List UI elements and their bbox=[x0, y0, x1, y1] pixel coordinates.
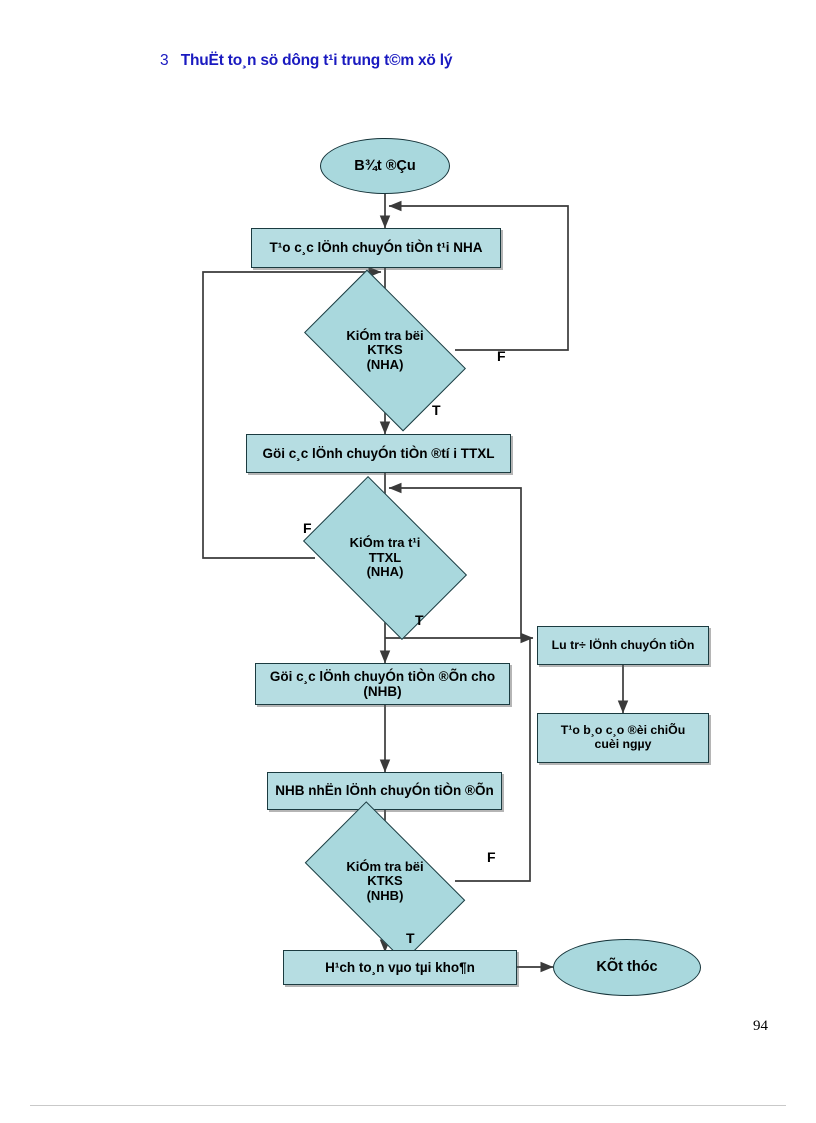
branch-label-ktks-nhb-false: F bbox=[487, 849, 496, 865]
node-create-orders-nha-label: T¹o c¸c lÖnh chuyÓn tiÒn t¹i NHA bbox=[269, 240, 483, 256]
node-send-orders-nhb: Göi c¸c lÖnh chuyÓn tiÒn ®Õn cho (NHB) bbox=[255, 663, 510, 705]
node-check-ktks-nha-line1: KiÓm tra bëi bbox=[346, 327, 424, 343]
node-end-label: KÕt thóc bbox=[596, 959, 658, 976]
flowchart: B¾t ®Çu T¹o c¸c lÖnh chuyÓn tiÒn t¹i NHA… bbox=[202, 138, 709, 996]
node-receive-orders-nhb: NHB nhËn lÖnh chuyÓn tiÒn ®Õn bbox=[267, 772, 502, 810]
node-daily-report: T¹o b¸o c¸o ®èi chiÕu cuèi ngµy bbox=[537, 713, 709, 763]
node-start: B¾t ®Çu bbox=[320, 138, 450, 194]
page-title: 3 ThuËt to¸n sö dông t¹i trung t©m xö lý bbox=[160, 52, 453, 70]
node-check-ttxl-line1: KiÓm tra t¹i bbox=[349, 535, 421, 551]
node-check-ttxl-line3: (NHA) bbox=[366, 564, 404, 580]
node-end: KÕt thóc bbox=[553, 939, 701, 996]
heading-text: ThuËt to¸n sö dông t¹i trung t©m xö lý bbox=[180, 52, 453, 69]
node-daily-report-line1: T¹o b¸o c¸o ®èi chiÕu bbox=[560, 723, 686, 738]
node-store-order: L­u tr÷ lÖnh chuyÓn tiÒn bbox=[537, 626, 709, 665]
node-send-orders-nhb-line1: Göi c¸c lÖnh chuyÓn tiÒn ®Õn cho bbox=[269, 668, 496, 684]
node-receive-orders-nhb-label: NHB nhËn lÖnh chuyÓn tiÒn ®Õn bbox=[275, 783, 494, 799]
branch-label-ktks-nha-false: F bbox=[497, 348, 506, 364]
node-send-orders-ttxl: Göi c¸c lÖnh chuyÓn tiÒn ®tí i TTXL bbox=[246, 434, 511, 473]
branch-label-ktks-nha-true: T bbox=[432, 402, 441, 418]
heading-number: 3 bbox=[160, 52, 169, 69]
node-check-ktks-nhb-line2: KTKS bbox=[367, 873, 403, 889]
node-daily-report-line2: cuèi ngµy bbox=[594, 737, 652, 751]
node-check-ktks-nhb: KiÓm tra bëi KTKS (NHB) bbox=[304, 801, 466, 962]
node-check-ttxl: KiÓm tra t¹i TTXL (NHA) bbox=[302, 475, 468, 641]
page-number: 94 bbox=[753, 1018, 768, 1034]
node-send-orders-ttxl-label: Göi c¸c lÖnh chuyÓn tiÒn ®tí i TTXL bbox=[262, 445, 495, 461]
branch-label-ktks-nhb-true: T bbox=[406, 930, 415, 946]
node-create-orders-nha: T¹o c¸c lÖnh chuyÓn tiÒn t¹i NHA bbox=[251, 228, 501, 268]
node-posting-account: H¹ch to¸n vµo tµi kho¶n bbox=[283, 950, 517, 985]
node-check-ktks-nha-line2: KTKS bbox=[367, 342, 403, 358]
branch-label-ttxl-true: T bbox=[415, 612, 424, 628]
node-check-ktks-nha-line3: (NHA) bbox=[366, 356, 404, 372]
node-check-ktks-nhb-line1: KiÓm tra bëi bbox=[346, 858, 424, 874]
node-start-label: B¾t ®Çu bbox=[354, 157, 416, 174]
node-posting-account-label: H¹ch to¸n vµo tµi kho¶n bbox=[325, 959, 475, 975]
footer-divider bbox=[30, 1105, 786, 1106]
node-check-ktks-nha: KiÓm tra bëi KTKS (NHA) bbox=[304, 269, 466, 432]
node-store-order-label: L­u tr÷ lÖnh chuyÓn tiÒn bbox=[551, 637, 695, 652]
branch-label-ttxl-false: F bbox=[303, 520, 312, 536]
node-check-ktks-nhb-line3: (NHB) bbox=[366, 887, 404, 903]
node-check-ttxl-line2: TTXL bbox=[368, 549, 402, 565]
node-send-orders-nhb-line2: (NHB) bbox=[363, 684, 402, 699]
